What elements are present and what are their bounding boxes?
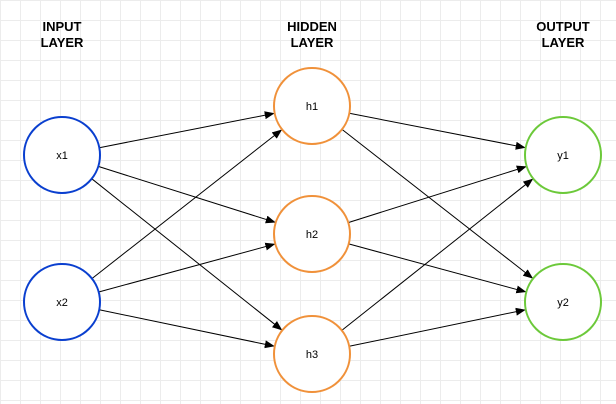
node-circle-h2: [273, 195, 351, 273]
node-label-x2: x2: [56, 297, 68, 309]
hidden-layer-title-line2: LAYER: [290, 35, 334, 50]
node-y1: y1: [524, 116, 602, 194]
output-layer-title-line2: LAYER: [541, 35, 585, 50]
edge-x2-h3: [99, 309, 275, 349]
node-h2: h2: [273, 195, 351, 273]
input-layer-title-line2: LAYER: [40, 35, 84, 50]
edge-h3-y2: [349, 307, 526, 347]
node-x2: x2: [23, 263, 101, 341]
node-circle-y1: [524, 116, 602, 194]
node-label-y2: y2: [557, 297, 569, 309]
node-h3: h3: [273, 315, 351, 393]
edge-x2-h1: [91, 129, 283, 279]
node-circle-h3: [273, 315, 351, 393]
edge-h1-y2: [341, 129, 534, 279]
node-circle-h1: [273, 67, 351, 145]
nodes: x1 x2 h1 h2 h3 y1 y2: [23, 67, 602, 393]
hidden-layer-title-line1: HIDDEN: [287, 19, 337, 34]
edge-h3-y1: [341, 178, 534, 331]
edge-x1-h2: [98, 165, 276, 224]
node-h1: h1: [273, 67, 351, 145]
output-layer-title-line1: OUTPUT: [536, 19, 590, 34]
output-layer-title: OUTPUT LAYER: [503, 19, 616, 51]
node-label-h1: h1: [306, 101, 318, 113]
edge-h1-y1: [349, 112, 526, 150]
input-layer-title: INPUT LAYER: [2, 19, 122, 51]
node-circle-x1: [23, 116, 101, 194]
node-label-y1: y1: [557, 150, 569, 162]
edge-h2-y1: [348, 165, 527, 224]
edge-x1-h3: [91, 178, 283, 331]
node-label-h2: h2: [306, 229, 318, 241]
node-circle-x2: [23, 263, 101, 341]
edges: [91, 111, 534, 349]
node-y2: y2: [524, 263, 602, 341]
hidden-layer-title: HIDDEN LAYER: [252, 19, 372, 51]
node-circle-y2: [524, 263, 602, 341]
node-label-h3: h3: [306, 349, 318, 361]
node-x1: x1: [23, 116, 101, 194]
node-label-x1: x1: [56, 150, 68, 162]
edge-x1-h1: [99, 111, 275, 149]
edge-h2-y2: [348, 243, 527, 294]
input-layer-title-line1: INPUT: [42, 19, 82, 34]
edge-x2-h2: [98, 242, 276, 293]
